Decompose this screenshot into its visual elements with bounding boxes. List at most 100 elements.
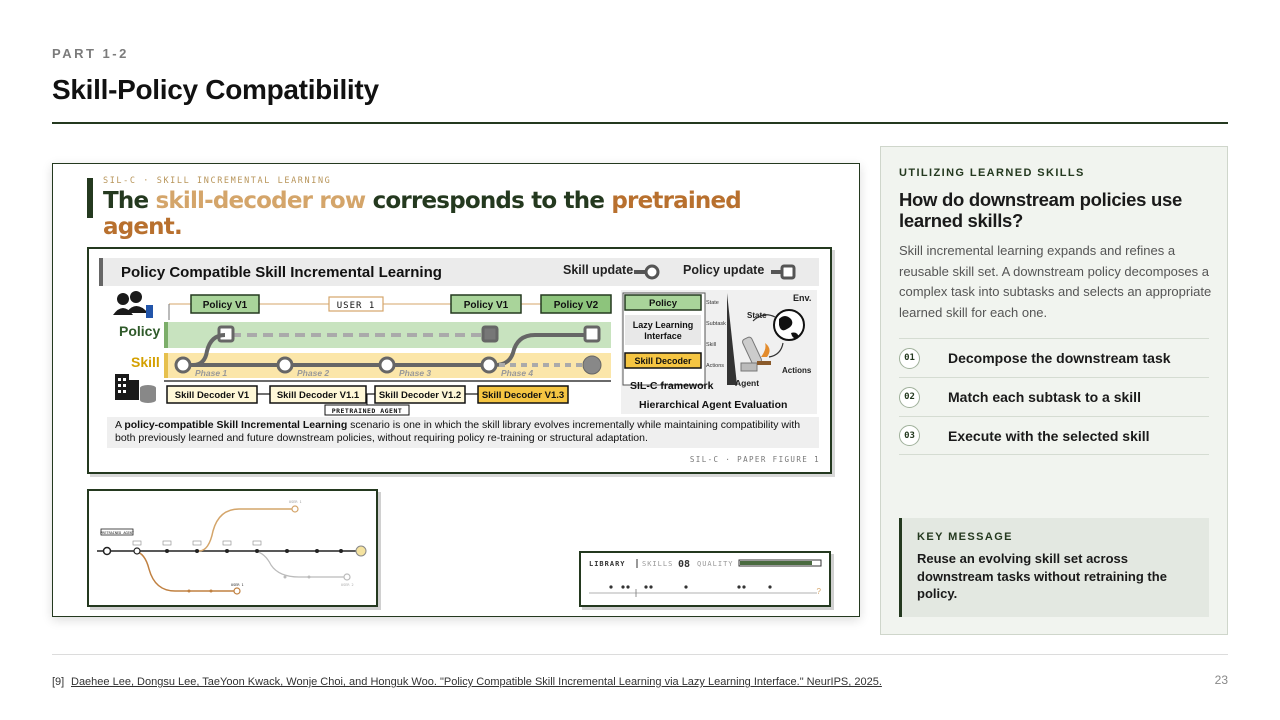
policy-box-v1-a: Policy V1 [190, 294, 260, 314]
step-text: Decompose the downstream task [948, 350, 1171, 366]
evolution-thumbnail: PRETRAINED AGENT USER 1 USER 1 USER 2 [87, 489, 378, 607]
database-icon [140, 385, 156, 403]
framework-side-skill: Skill [706, 342, 716, 348]
paper-figure-header: Policy Compatible Skill Incremental Lear… [99, 258, 819, 286]
step-number: 02 [899, 386, 920, 408]
skill-node-phase2 [276, 356, 294, 374]
framework-env-label: Env. [793, 293, 811, 303]
headline-part3: corresponds to the [365, 188, 612, 214]
quality-bar-fill [740, 561, 812, 565]
caption-pre: A [115, 419, 125, 431]
thumb-pretrained-label: PRETRAINED AGENT [100, 531, 135, 535]
step-number: 03 [899, 425, 920, 446]
part-label: PART 1-2 [52, 46, 129, 61]
framework-policy-label: Policy [649, 298, 678, 309]
footer-divider [52, 654, 1228, 655]
policy-row-edge [164, 322, 168, 348]
framework-agent-label: Agent [735, 378, 759, 388]
decoder-v1-2-label: Skill Decoder V1.2 [379, 390, 461, 401]
framework-actions-label: Actions [782, 366, 812, 375]
framework-evaluation-label: Hierarchical Agent Evaluation [639, 399, 787, 411]
framework-wedge [727, 293, 737, 385]
skill-node-phase1 [174, 356, 192, 374]
reference-link[interactable]: Daehee Lee, Dongsu Lee, TaeYoon Kwack, W… [71, 676, 882, 688]
policy-box-v1-b: Policy V1 [450, 294, 522, 314]
policy-box-v2: Policy V2 [540, 294, 612, 314]
skill-update-icon [634, 264, 660, 280]
decoder-box-v1-3: Skill Decoder V1.3 [477, 385, 569, 404]
framework-policy-box [624, 294, 702, 311]
phase-label-3: Phase 3 [399, 368, 431, 378]
skill-node-phase4 [480, 356, 498, 374]
users-icon [113, 291, 153, 318]
policy-update-legend: Policy update [683, 263, 765, 277]
reference-number: [9] [52, 676, 65, 688]
page-number: 23 [1214, 673, 1228, 687]
headline-highlight-pretrained: pretrained agent. [103, 188, 742, 240]
building-icon [115, 374, 139, 400]
figure-eyebrow: SIL-C · SKILL INCREMENTAL LEARNING [103, 176, 332, 186]
thumb-user-bottom: USER 1 [231, 583, 244, 587]
framework-decoder-label: Skill Decoder [634, 356, 692, 366]
side-heading: How do downstream policies use learned s… [899, 189, 1182, 231]
key-message-text: Reuse an evolving skill set across downs… [917, 551, 1167, 601]
paper-figure: Policy Compatible Skill Incremental Lear… [87, 247, 832, 474]
paper-figure-footer: SIL-C · PAPER FIGURE 1 [689, 455, 820, 464]
framework-decoder-box [624, 352, 702, 369]
step-text: Match each subtask to a skill [948, 389, 1141, 405]
page-title: Skill-Policy Compatibility [52, 74, 379, 105]
policy-box-v1-b-label: Policy V1 [464, 300, 509, 311]
skills-count: 08 [678, 559, 690, 570]
skill-node-phase3 [378, 356, 396, 374]
caption-post: scenario is one in which the skill libra… [115, 419, 801, 444]
decoder-v1-1-label: Skill Decoder V1.1 [277, 390, 360, 401]
library-thumbnail-graphic: LIBRARY SKILLS 08 QUALITY ? [589, 559, 822, 597]
pretrained-agent-label: PRETRAINED AGENT [332, 407, 403, 415]
step-item: 02 Match each subtask to a skill [899, 377, 1209, 416]
step-number: 01 [899, 347, 920, 369]
library-label: LIBRARY [589, 560, 626, 568]
library-question-mark: ? [817, 587, 822, 596]
user-1-label: USER 1 [337, 301, 376, 311]
framework-name-label: SIL-C framework [630, 380, 714, 392]
key-message-box: KEY MESSAGE Reuse an evolving skill set … [899, 518, 1209, 617]
pretrained-agent-tag: PRETRAINED AGENT [324, 394, 410, 416]
step-item: 03 Execute with the selected skill [899, 416, 1209, 455]
library-thumbnail: LIBRARY SKILLS 08 QUALITY ? [579, 551, 831, 607]
skills-label: SKILLS [642, 560, 673, 568]
robot-arm-icon [740, 336, 771, 372]
framework-lazy-line1: Lazy Learning [633, 320, 694, 330]
decoder-v1-label: Skill Decoder V1 [175, 390, 250, 401]
policy-box-v2-label: Policy V2 [554, 300, 599, 311]
policy-update-icon [771, 264, 796, 280]
framework-side-actions: Actions [706, 363, 724, 369]
step-text: Execute with the selected skill [948, 427, 1150, 444]
policy-box-v1-a-label: Policy V1 [203, 300, 248, 311]
row-label-skill: Skill [131, 354, 160, 370]
headline-highlight-skill-decoder: skill-decoder row [155, 188, 366, 214]
row-label-policy: Policy [119, 323, 160, 339]
paper-figure-title: Policy Compatible Skill Incremental Lear… [121, 264, 442, 281]
figure-accent-bar [87, 178, 93, 218]
side-eyebrow: UTILIZING LEARNED SKILLS [899, 167, 1085, 179]
user-1-box: USER 1 [328, 296, 384, 312]
framework-side-state: State [706, 300, 719, 306]
decoder-v1-3-label: Skill Decoder V1.3 [482, 390, 564, 401]
policy-node-3 [583, 325, 601, 343]
side-body: Skill incremental learning expands and r… [899, 243, 1212, 320]
figure-headline: The skill-decoder row corresponds to the… [103, 188, 743, 240]
evolution-thumbnail-graph: PRETRAINED AGENT USER 1 USER 1 USER 2 [97, 500, 367, 595]
framework-side-subtask: Subtask [706, 321, 726, 327]
headline-part1: The [103, 188, 156, 214]
framework-lazy-box [625, 315, 701, 345]
phase-label-2: Phase 2 [297, 368, 329, 378]
figure-panel: SIL-C · SKILL INCREMENTAL LEARNING The s… [52, 163, 860, 617]
thumb-user-right: USER 2 [341, 583, 354, 587]
skill-update-legend: Skill update [563, 263, 634, 277]
framework-state-label: State [747, 311, 767, 320]
decoder-box-v1-1: Skill Decoder V1.1 [269, 385, 367, 404]
framework-lazy-line2: Interface [644, 331, 682, 341]
caption-bold: policy-compatible Skill Incremental Lear… [124, 419, 348, 431]
thumb-user-top: USER 1 [289, 500, 302, 504]
steps-list: 01 Decompose the downstream task 02 Matc… [899, 338, 1209, 455]
